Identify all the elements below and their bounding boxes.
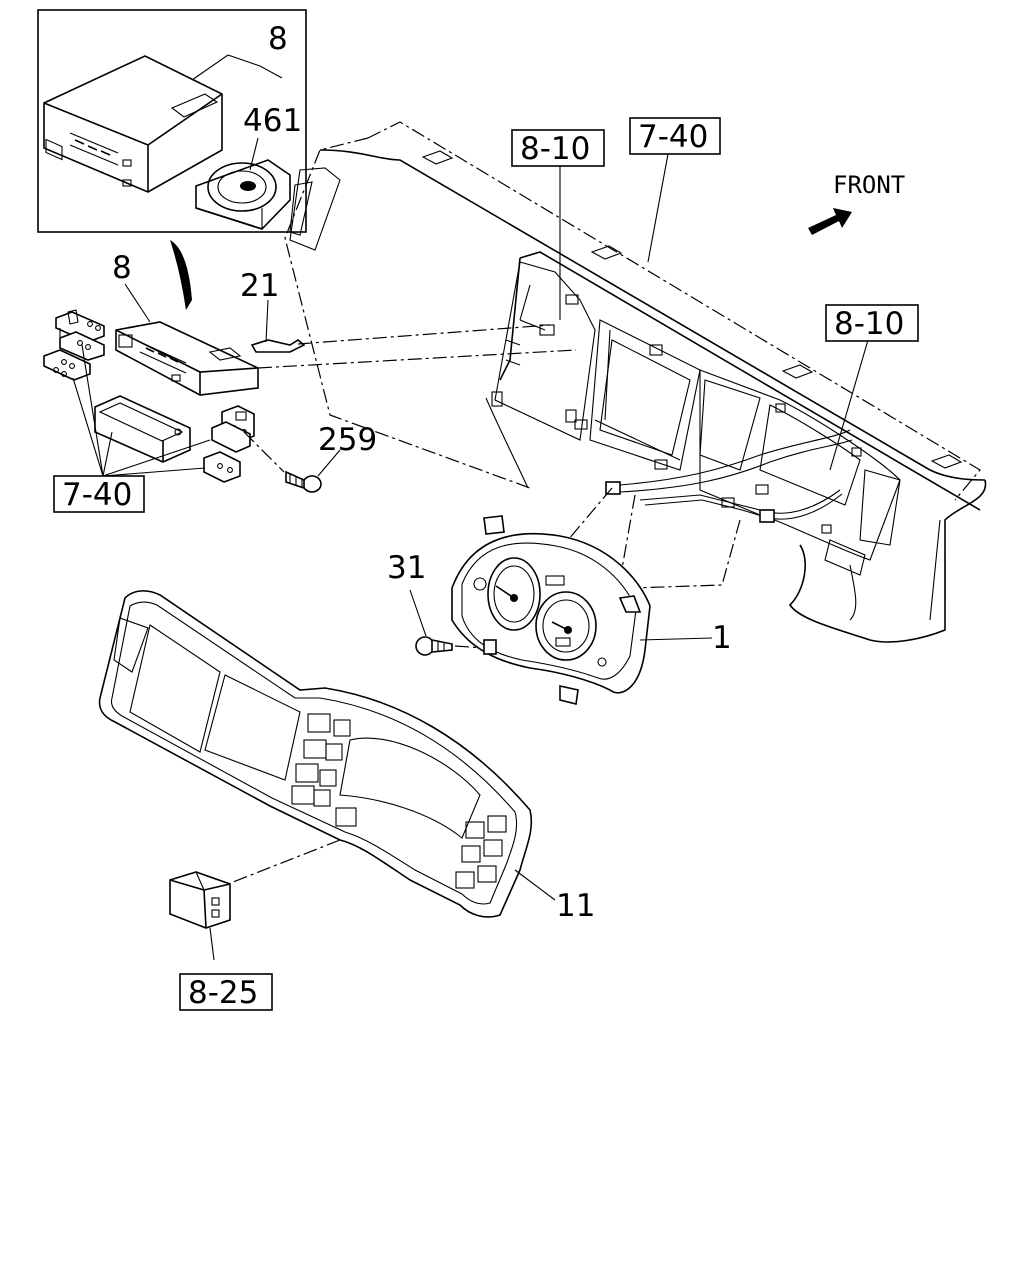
switch-ref-label: 8-25 bbox=[188, 975, 258, 1011]
inset-panel: 8 461 bbox=[37, 9, 307, 233]
ref-box-brackets: 7-40 bbox=[53, 475, 145, 513]
harness-ref-top-label: 8-10 bbox=[520, 131, 590, 167]
right-brackets bbox=[203, 405, 255, 483]
ref-box-harness-top: 8-10 bbox=[511, 129, 605, 167]
left-brackets bbox=[43, 309, 105, 381]
connector-21 bbox=[250, 299, 306, 353]
meter-cluster-label: 1 bbox=[712, 620, 732, 656]
screw-259-label: 259 bbox=[318, 422, 377, 458]
dashboard-panel bbox=[284, 121, 987, 643]
front-arrow-icon bbox=[808, 208, 852, 235]
ref-box-panel: 7-40 bbox=[629, 117, 721, 155]
meter-cluster bbox=[451, 515, 713, 705]
screw-259 bbox=[285, 449, 341, 493]
screw-31 bbox=[409, 589, 497, 656]
radio-pocket bbox=[94, 395, 191, 463]
inset-pointer bbox=[170, 240, 192, 310]
ref-box-harness-right: 8-10 bbox=[825, 304, 919, 342]
radio-aperture bbox=[491, 261, 596, 441]
panel-ref-label: 7-40 bbox=[638, 119, 708, 155]
inset-disc-label: 461 bbox=[243, 103, 302, 139]
front-label: FRONT bbox=[833, 171, 905, 199]
radio-unit bbox=[115, 321, 259, 396]
center-frame bbox=[574, 319, 701, 471]
ref-box-switch: 8-25 bbox=[179, 973, 273, 1011]
front-indicator: FRONT bbox=[808, 171, 905, 235]
connector-label: 21 bbox=[240, 268, 279, 304]
inset-radio-unit bbox=[43, 55, 223, 193]
switch-panel bbox=[169, 871, 231, 961]
cluster-bezel bbox=[98, 590, 556, 918]
harness-ref-right-label: 8-10 bbox=[834, 306, 904, 342]
radio-label: 8 bbox=[112, 250, 132, 286]
inset-radio-label: 8 bbox=[268, 21, 288, 57]
right-cavity bbox=[699, 369, 901, 561]
cluster-bezel-label: 11 bbox=[556, 888, 595, 924]
inset-disc bbox=[195, 159, 291, 230]
brackets-ref-label: 7-40 bbox=[62, 477, 132, 513]
screw-31-label: 31 bbox=[387, 550, 426, 586]
